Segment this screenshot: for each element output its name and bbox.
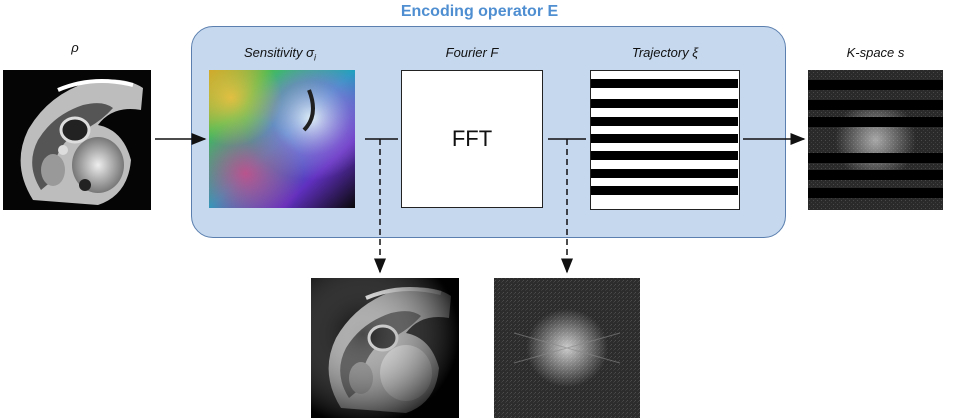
fft-box: FFT xyxy=(401,70,543,208)
cardiac-mri-icon xyxy=(20,79,143,205)
rho-mri-image xyxy=(3,70,151,210)
sensitivity-map-image xyxy=(209,70,355,208)
encoding-operator-title: Encoding operator E xyxy=(400,3,559,20)
trajectory-mask-image xyxy=(590,70,740,210)
coil-sensitivity-icon xyxy=(209,70,355,208)
sampling-stripes-icon xyxy=(591,79,738,195)
fft-text: FFT xyxy=(451,126,493,151)
kspace-image xyxy=(808,70,943,210)
undersampled-kspace-icon xyxy=(808,70,943,210)
rho-label: ρ xyxy=(71,40,79,55)
fourier-label: Fourier F xyxy=(445,45,499,60)
fully-sampled-kspace-icon xyxy=(494,278,640,418)
sensitivity-label-text: Sensitivity σ xyxy=(244,45,314,60)
kspace-label: K-space s xyxy=(846,45,905,60)
full-kspace-image xyxy=(494,278,640,418)
trajectory-label: Trajectory ξ xyxy=(631,45,699,60)
sensitivity-label: Sensitivity σi xyxy=(205,45,355,63)
sensitivity-label-subscript: i xyxy=(313,52,316,63)
weighted-mri-image xyxy=(311,278,459,418)
coil-weighted-mri-icon xyxy=(311,278,459,418)
